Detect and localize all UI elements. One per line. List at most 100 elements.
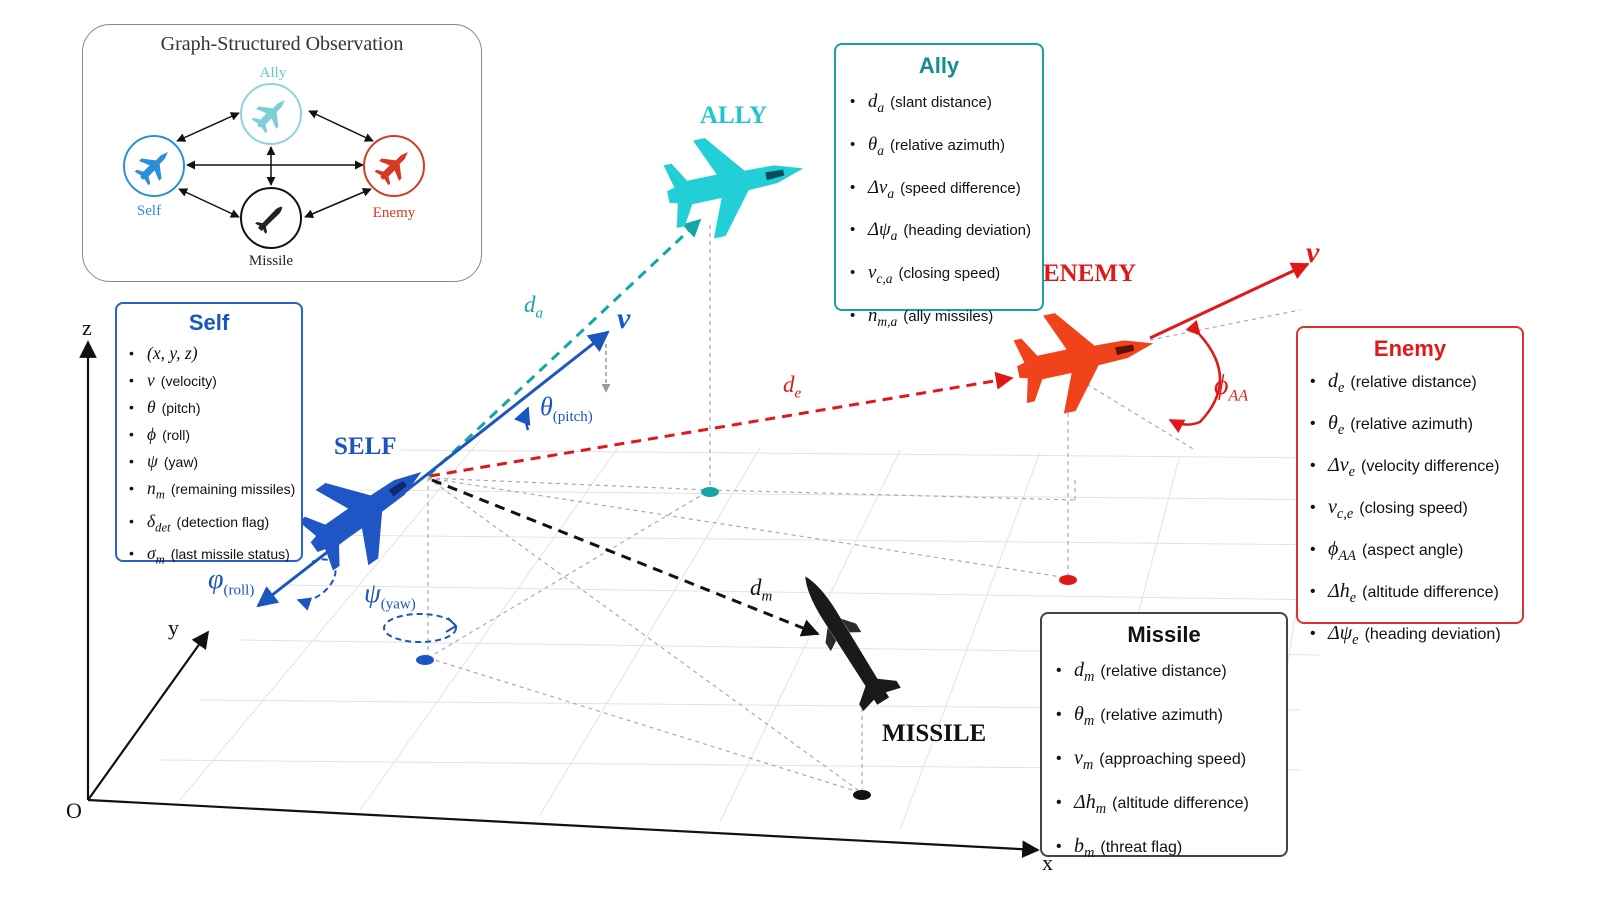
missile-panel: Missile dm(relative distance)θm(relative… [1040,612,1288,865]
graph-observation-panel: Graph-Structured Observation Ally Self E… [82,24,482,282]
enemy-attribute-description: (altitude difference) [1362,584,1499,601]
enemy-attribute-item: Δψe (heading deviation) [1306,616,1514,658]
ally-attribute-item: vc,a(closing speed) [846,254,1032,297]
enemy-panel: Enemy de (relative distance) θe (relative a… [1296,326,1524,651]
enemy-attribute-description: (relative distance) [1350,374,1477,391]
self-attribute-item: v(velocity) [125,367,293,394]
pitch-label: θ(pitch) [540,392,593,426]
ally-attribute-description: (speed difference) [900,179,1021,197]
self-panel-title: Self [188,310,230,335]
enemy-jet-icon [374,151,409,186]
enemy-attribute-symbol: θe [1328,412,1345,438]
ally-ground-marker [701,487,719,497]
ally-attribute-item: Δψa (heading deviation) [846,211,1032,254]
pitch-angle-arc [514,406,531,431]
missile-attribute-list: dm (relative distance) θm (relative azimuth… [1052,652,1276,872]
enemy-attribute-item: ϕAA(aspect angle) [1306,532,1514,574]
self-attribute-item: nm(remaining missiles) [125,475,296,508]
self-attribute-symbol: ϕ [147,424,157,444]
self-attribute-item: θ (pitch) [125,394,293,421]
enemy-attribute-description: (relative azimuth) [1350,416,1473,433]
self-attribute-list: (x, y, z) v(velocity) θ (pitch)ϕ (roll)ψ (yaw… [125,340,296,573]
missile-attribute-description: (relative distance) [1100,663,1227,680]
ally-attribute-symbol: da [868,91,885,115]
graph-enemy-label: Enemy [372,205,416,221]
self-label: SELF [334,433,397,460]
missile-label: MISSILE [882,720,987,747]
self-ground-marker [416,655,434,665]
graph-self-label: Self [136,203,162,219]
ally-attribute-description: (heading deviation) [903,222,1031,240]
ally-attribute-item: Δva(speed difference) [846,169,1032,212]
ally-jet-icon [251,99,286,134]
enemy-distance-vector [429,371,1014,478]
graph-enemy-node [363,135,425,197]
enemy-attribute-symbol: Δψe [1328,622,1359,648]
ally-attribute-description: (closing speed) [898,265,1001,282]
missile-ground-marker [853,790,871,800]
missile-attribute-item: dm (relative distance) [1052,652,1276,696]
graph-missile-node [240,187,302,249]
missile-distance-vector [431,478,820,637]
self-velocity-vector [419,330,610,482]
enemy-attribute-symbol: de [1328,370,1345,396]
self-attribute-description: (pitch) [161,400,201,416]
ally-attribute-description: (ally missiles) [903,307,994,325]
ally-label: ALLY [700,102,768,129]
self-attribute-symbol: (x, y, z) [147,343,198,363]
graph-missile-label: Missile [248,253,294,269]
enemy-attribute-description: (velocity difference) [1361,458,1500,475]
enemy-attribute-symbol: Δve [1328,454,1356,480]
graph-ally-node [240,83,302,145]
enemy-attribute-symbol: Δhe [1328,580,1357,606]
self-attribute-description: (yaw) [163,454,199,470]
self-attribute-item: σm(last missile status) [125,540,293,573]
self-attribute-description: (last missile status) [170,546,290,562]
z-axis-label: z [82,315,92,340]
enemy-ground-marker [1059,575,1077,585]
self-attribute-item: (x, y, z) [125,340,293,367]
y-axis [87,630,210,801]
x-axis-label: x [1042,850,1053,875]
ally-attribute-list: da(slant distance) θa (relative azimuth) Δv… [846,83,1032,340]
self-attribute-description: (roll) [162,427,191,443]
ally-panel-title: Ally [918,53,960,78]
self-aircraft-icon [298,471,422,571]
enemy-attribute-symbol: ϕAA [1328,538,1356,564]
aspect-angle-arc [1168,319,1222,433]
projection-lines [427,225,1301,794]
missile-attribute-item: vm(approaching speed) [1052,740,1276,784]
self-attribute-description: (remaining missiles) [170,481,296,497]
ally-attribute-symbol: θa [868,133,884,158]
enemy-attribute-symbol: vc,e [1328,496,1354,522]
enemy-panel-title: Enemy [1373,336,1447,361]
enemy-attribute-description: (heading deviation) [1364,626,1501,643]
missile-icon [805,576,901,712]
self-panel: Self (x, y, z) v(velocity) θ (pitch)ϕ (roll)… [115,302,303,567]
ally-attribute-item: da(slant distance) [846,83,1032,126]
graph-self-node [123,135,185,197]
ally-attribute-symbol: Δψa [868,219,898,243]
ally-attribute-symbol: nm,a [868,304,898,329]
missile-attribute-description: (threat flag) [1100,839,1183,856]
ally-panel: Ally da(slant distance) θa (relative azimu… [834,43,1044,334]
self-attribute-description: (detection flag) [176,513,270,530]
graph-edges [176,110,374,218]
missile-attribute-symbol: dm [1074,659,1095,685]
missile-attribute-symbol: θm [1074,703,1095,729]
enemy-attribute-item: de (relative distance) [1306,364,1514,406]
aspect-angle-label: ϕAA [1214,370,1249,405]
enemy-velocity-label: v [1306,236,1320,269]
ally-distance-vector [426,218,702,478]
ally-attribute-description: (relative azimuth) [889,136,1006,154]
yaw-indicator [383,613,457,643]
enemy-attribute-item: vc,e(closing speed) [1306,490,1514,532]
missile-attribute-description: (relative azimuth) [1100,707,1223,724]
missile-graph-icon [255,206,283,234]
enemy-attribute-item: Δhe (altitude difference) [1306,574,1514,616]
self-attribute-symbol: ψ [147,451,158,471]
enemy-distance-label: de [783,372,802,402]
self-attribute-item: δdet(detection flag) [125,508,293,541]
missile-attribute-description: (altitude difference) [1112,795,1249,812]
self-attribute-symbol: θ [147,397,156,417]
